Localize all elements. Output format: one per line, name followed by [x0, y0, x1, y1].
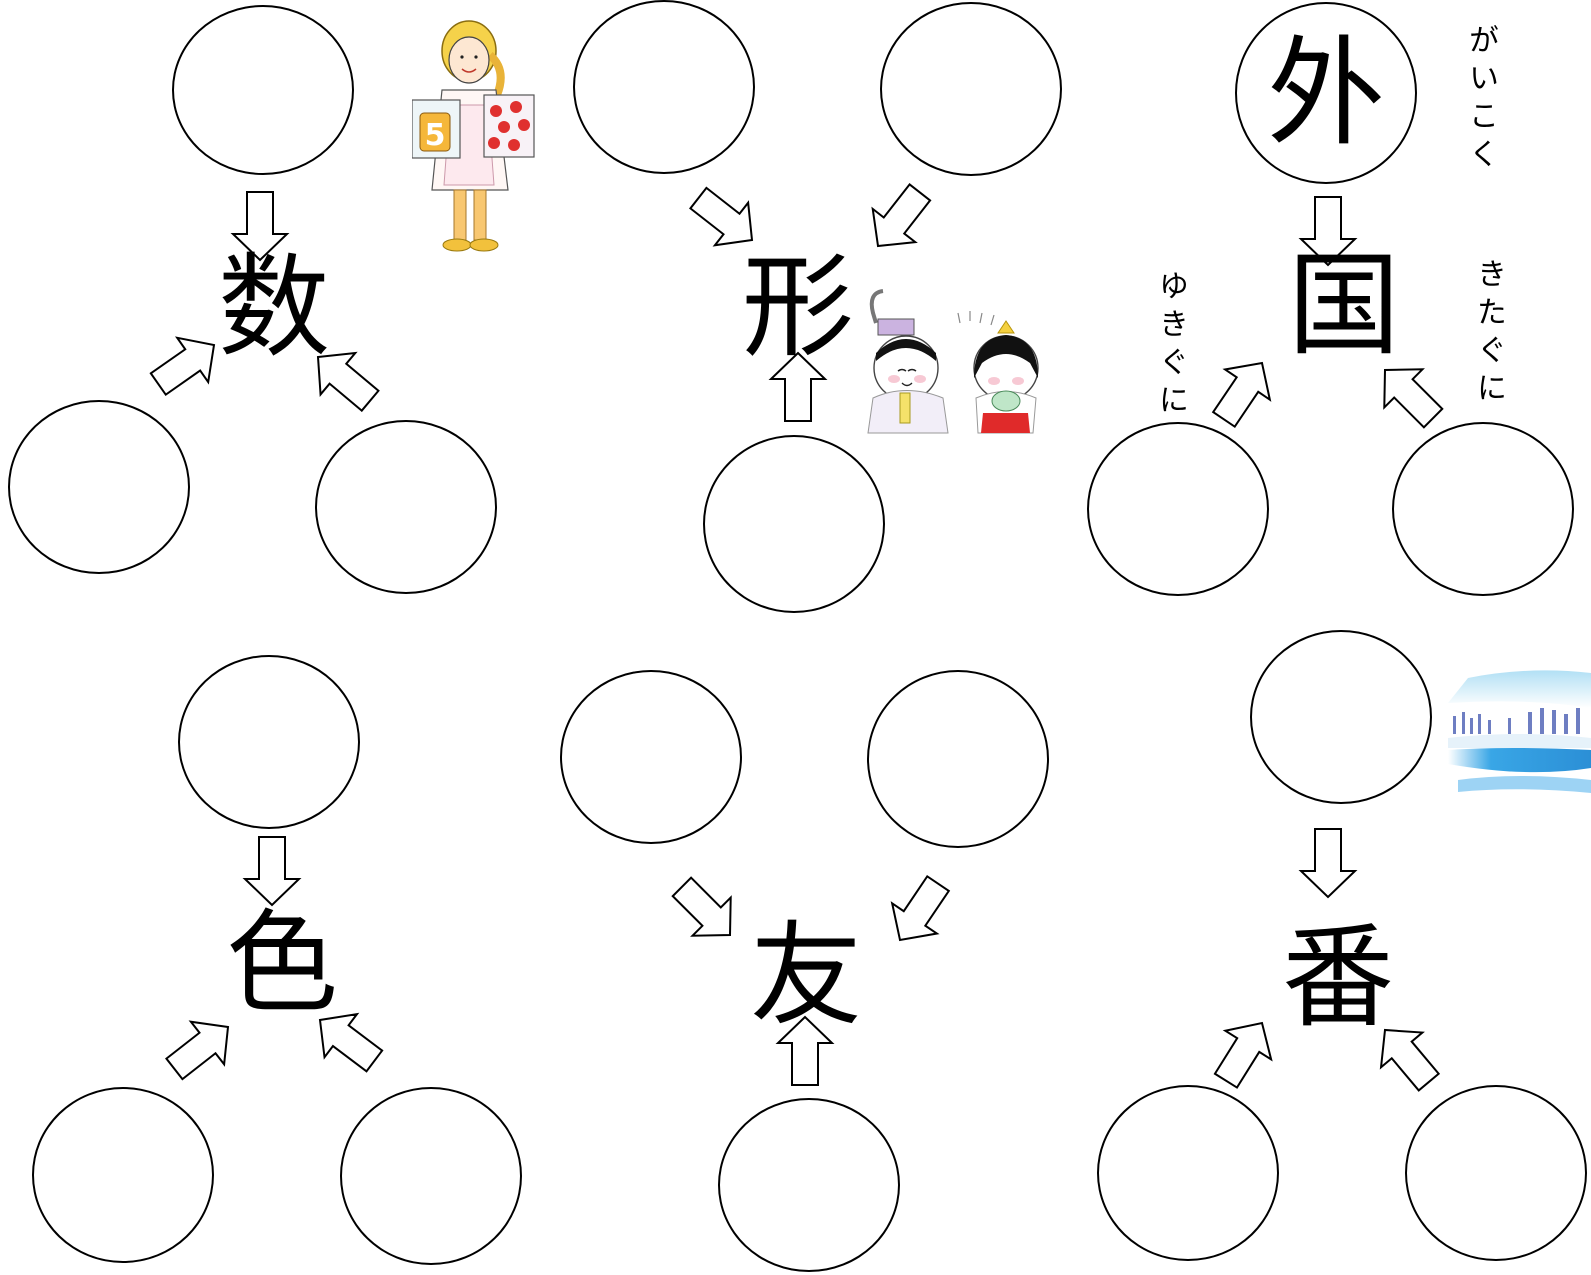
answer-circle-katachi-right[interactable]	[880, 2, 1062, 176]
sign-number: 5	[425, 118, 446, 153]
answer-circle-kazu-right[interactable]	[315, 420, 497, 594]
answer-circle-katachi-bottom[interactable]	[703, 435, 885, 613]
target-kanji-katachi: 形	[742, 243, 854, 373]
reading-yukiguni: ゆきぐに	[1153, 270, 1188, 422]
answer-circle-kazu-top[interactable]	[172, 5, 354, 175]
reading-kitaguni: きたぐに	[1471, 258, 1506, 410]
answer-circle-ban-top[interactable]	[1250, 630, 1432, 804]
answer-circle-kuni-right[interactable]	[1392, 422, 1574, 596]
arrow-kuni-left	[1200, 346, 1286, 436]
target-kanji-kazu: 数	[218, 243, 330, 373]
reading-gaikoku: がいこく	[1463, 24, 1498, 176]
target-kanji-iro: 色	[226, 899, 338, 1029]
answer-circle-kazu-left[interactable]	[8, 400, 190, 574]
answer-circle-iro-top[interactable]	[178, 655, 360, 829]
target-kanji-kuni: 国	[1288, 241, 1400, 371]
target-kanji-ban: 番	[1282, 913, 1394, 1043]
target-kanji-tomo: 友	[750, 911, 862, 1041]
hina-dolls-illustration	[867, 289, 1039, 434]
answer-circle-kuni-left[interactable]	[1087, 422, 1269, 596]
answer-circle-iro-right[interactable]	[340, 1087, 522, 1265]
arrow-ban-top	[1300, 828, 1356, 898]
arrow-tomo-right	[876, 867, 962, 957]
answer-circle-tomo-left[interactable]	[560, 670, 742, 844]
answer-circle-ban-left[interactable]	[1097, 1085, 1279, 1261]
answer-circle-iro-left[interactable]	[32, 1087, 214, 1263]
arrow-ban-left	[1202, 1007, 1286, 1096]
answer-circle-katachi-left[interactable]	[573, 0, 755, 174]
snow-landscape-illustration	[1448, 670, 1591, 793]
arrow-kazu-left	[141, 321, 231, 408]
answer-circle-tomo-bottom[interactable]	[718, 1098, 900, 1272]
answer-circle-tomo-right[interactable]	[867, 670, 1049, 848]
arrow-katachi-right	[855, 174, 943, 264]
shopper-illustration: 5	[412, 20, 535, 252]
answer-circle-ban-right[interactable]	[1405, 1085, 1587, 1261]
arrow-iro-top	[244, 836, 300, 906]
arrow-tomo-left	[661, 866, 751, 956]
given-kanji-circle-kuni-top: 外	[1235, 2, 1417, 184]
